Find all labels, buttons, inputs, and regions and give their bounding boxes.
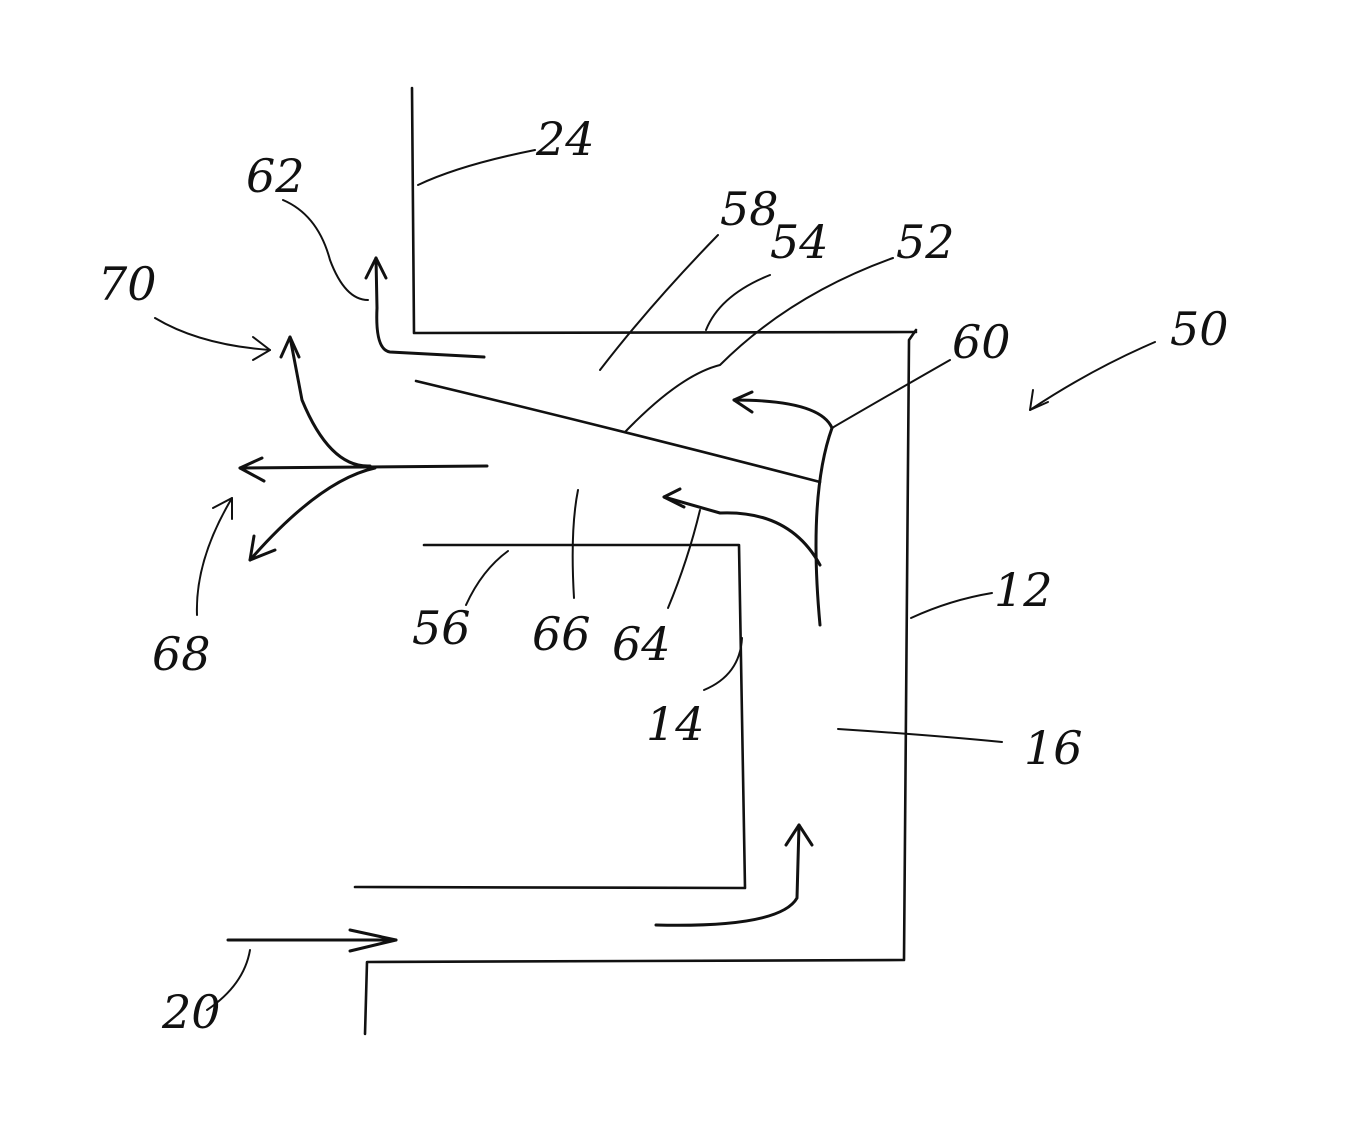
label-66: 66 (532, 607, 591, 661)
label-52: 52 (896, 215, 955, 269)
leader-56 (466, 551, 508, 605)
label-12: 12 (994, 563, 1053, 617)
leader-60 (832, 360, 950, 428)
label-14: 14 (646, 697, 705, 751)
label-62: 62 (246, 149, 305, 203)
inlet-arrow-20 (228, 930, 396, 951)
leader-70 (155, 318, 270, 350)
leader-62 (283, 200, 368, 300)
leader-16 (838, 729, 1002, 742)
outlet-fan-arrows-68 (240, 337, 487, 560)
label-24: 24 (535, 112, 595, 166)
reference-labels: 24 62 70 58 54 52 60 50 12 16 14 56 66 6… (98, 112, 1229, 1039)
label-60: 60 (952, 315, 1011, 369)
leader-14 (704, 638, 742, 690)
label-64: 64 (612, 617, 671, 671)
label-20: 20 (161, 985, 221, 1039)
bottom-up-arrow (656, 825, 812, 925)
leader-12 (911, 593, 992, 618)
flow-arrows (228, 258, 832, 951)
label-54: 54 (770, 215, 829, 269)
wall-24 (412, 88, 916, 333)
label-16: 16 (1024, 721, 1083, 775)
upper-flow-arrow-62 (366, 258, 484, 357)
label-70: 70 (98, 257, 157, 311)
label-50: 50 (1170, 302, 1229, 356)
leader-68 (197, 498, 232, 615)
leader-54 (706, 275, 770, 330)
split-arrow-60 (664, 392, 832, 625)
walls (355, 88, 916, 1034)
leader-50 (1030, 342, 1155, 410)
label-56: 56 (412, 601, 471, 655)
leader-52 (625, 258, 893, 432)
leader-24 (418, 150, 535, 185)
leader-64 (668, 510, 700, 608)
label-68: 68 (152, 627, 211, 681)
leader-58 (600, 235, 718, 370)
